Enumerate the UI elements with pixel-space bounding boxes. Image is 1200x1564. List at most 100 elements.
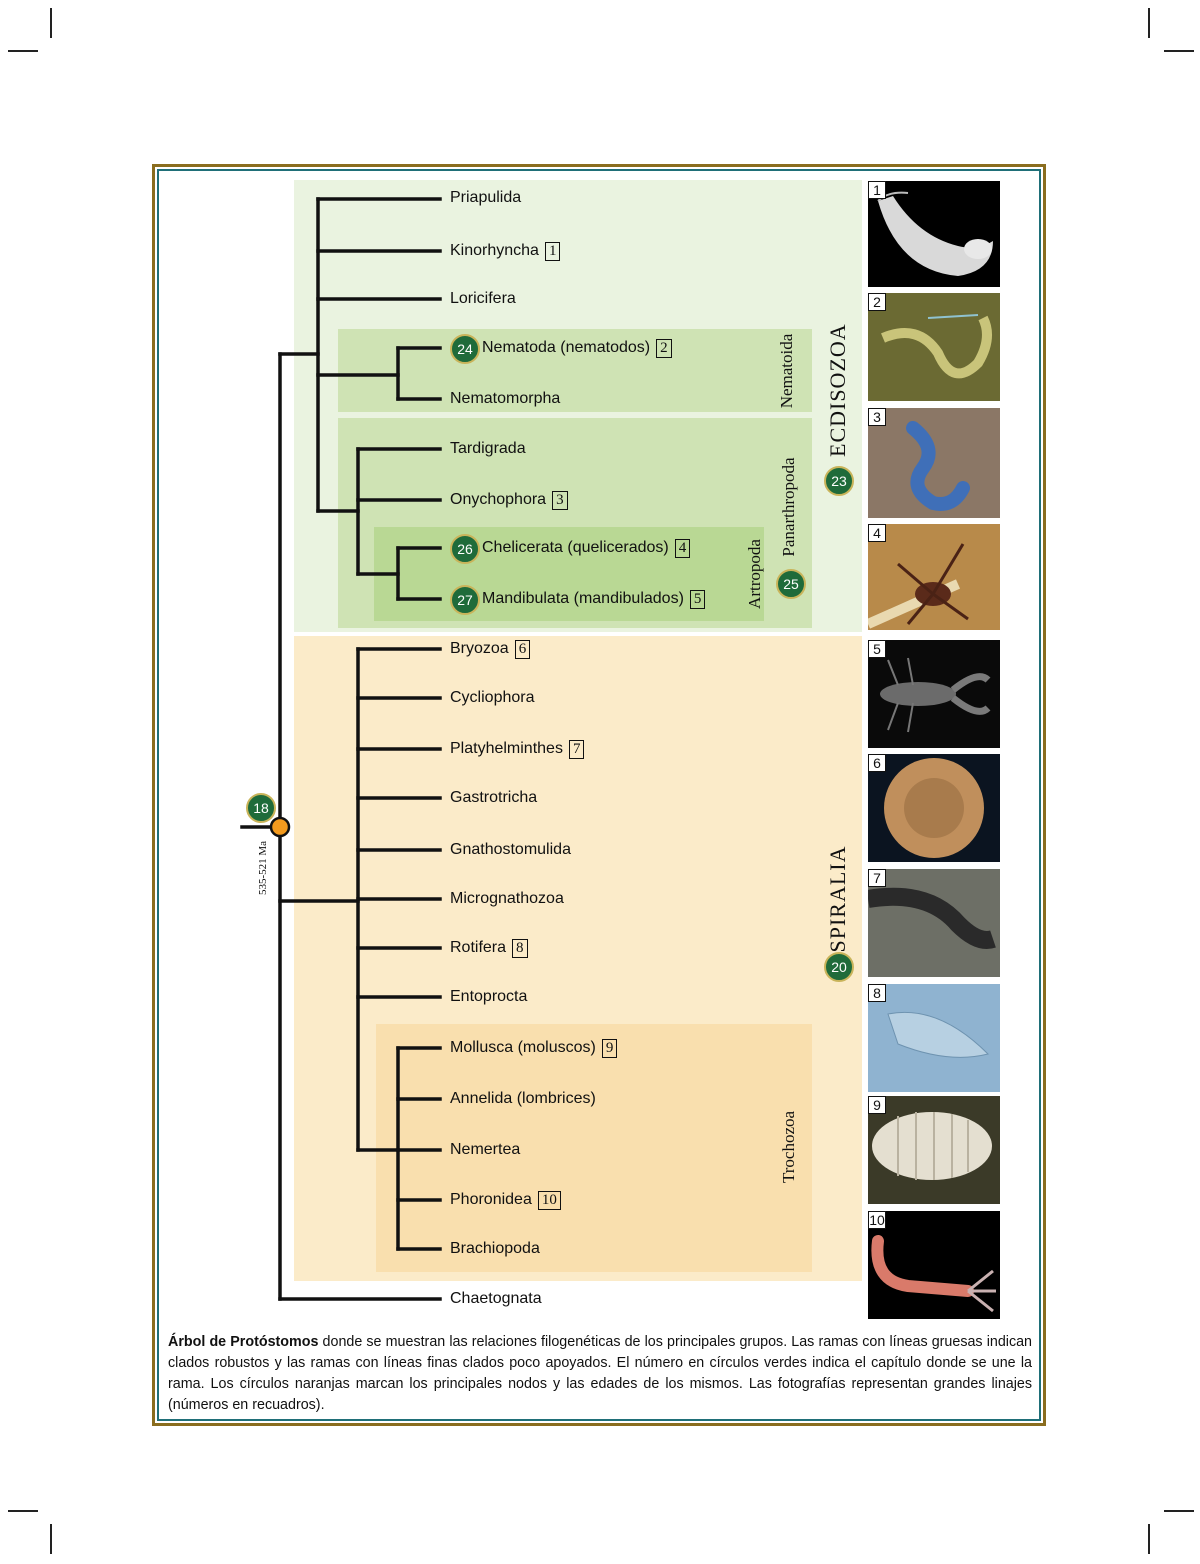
photo-number: 10 (868, 1211, 886, 1229)
caption-text: donde se muestran las relaciones filogen… (168, 1334, 1033, 1413)
taxon-chelicerata: Chelicerata (quelicerados) 4 (482, 538, 691, 558)
taxon-loricifera: Loricifera (450, 289, 516, 309)
taxon-label: Micrognathozoa (450, 890, 564, 907)
chapter-badge: 24 (450, 334, 480, 364)
taxon-mollusca: Mollusca (moluscos) 9 (450, 1038, 618, 1058)
ecdysozoa-label: ECDISOZOA (825, 323, 850, 457)
taxon-bryozoa: Bryozoa 6 (450, 639, 531, 659)
bryozoan-colony-image (884, 758, 984, 858)
inner-frame (157, 169, 1041, 1421)
taxon-label: Mollusca (moluscos) (450, 1039, 596, 1056)
chiton-image (872, 1112, 992, 1180)
taxon-label: Nematomorpha (450, 390, 561, 407)
photo-reference-box: 6 (514, 640, 531, 659)
root-node (269, 816, 291, 838)
photo-number: 8 (868, 984, 886, 1002)
taxon-label: Mandibulata (mandibulados) (482, 590, 684, 607)
photo-onychophora: 3 (868, 408, 1000, 518)
photo-kinorhyncha: 1 (868, 181, 1000, 287)
photo-reference-box: 10 (537, 1191, 561, 1210)
taxon-label: Loricifera (450, 290, 516, 307)
arachnid-image (868, 543, 969, 629)
velvet-worm-image (906, 421, 970, 511)
photo-mandibulata: 5 (868, 640, 1000, 748)
taxon-brachiopoda: Brachiopoda (450, 1239, 540, 1259)
taxon-entoprocta: Entoprocta (450, 987, 527, 1007)
chapter-badge: 27 (450, 585, 480, 615)
taxon-label: Priapulida (450, 189, 522, 206)
crop-mark (8, 50, 38, 52)
photo-reference-box: 2 (656, 339, 672, 358)
photo-chelicerata: 4 (868, 524, 1000, 630)
taxon-platyhelminthes: Platyhelminthes 7 (450, 739, 585, 759)
root-age-label: 535-521 Ma (257, 840, 270, 896)
photo-reference-box: 4 (674, 539, 691, 558)
taxon-mandibulata: Mandibulata (mandibulados) 5 (482, 589, 706, 609)
taxon-annelida: Annelida (lombrices) (450, 1089, 596, 1109)
rotifer-image (887, 1011, 989, 1058)
taxon-gastrotricha: Gastrotricha (450, 788, 537, 808)
taxon-label: Brachiopoda (450, 1240, 540, 1257)
arthropoda-region (374, 527, 764, 621)
kinorhyncha-image (877, 191, 993, 276)
taxon-label: Chaetognata (450, 1290, 542, 1307)
taxon-label: Phoronidea (450, 1191, 532, 1208)
taxon-label: Platyhelminthes (450, 740, 563, 757)
panarthropoda-chapter-badge: 25 (776, 569, 806, 599)
figure-caption: Árbol de Protóstomos donde se muestran l… (168, 1332, 1032, 1416)
taxon-label: Bryozoa (450, 640, 509, 657)
taxon-cycliophora: Cycliophora (450, 688, 534, 708)
arthropoda-label: Artropoda (745, 539, 764, 609)
trochozoa-region (376, 1024, 812, 1272)
taxon-tardigrada: Tardigrada (450, 439, 526, 459)
crop-mark (1164, 1510, 1194, 1512)
photo-number: 1 (868, 181, 886, 199)
taxon-micrognathozoa: Micrognathozoa (450, 889, 564, 909)
photo-reference-box: 5 (689, 590, 706, 609)
panarthropoda-label: Panarthropoda (779, 457, 798, 557)
taxon-label: Gnathostomulida (450, 841, 571, 858)
photo-reference-box: 1 (544, 242, 561, 261)
taxon-gnathostomulida: Gnathostomulida (450, 840, 571, 860)
phoronid-image (871, 1235, 996, 1313)
photo-number: 6 (868, 754, 886, 772)
taxon-priapulida: Priapulida (450, 188, 521, 208)
taxon-nematomorpha: Nematomorpha (450, 389, 560, 409)
taxon-label: Nematoda (nematodos) (482, 339, 651, 356)
taxon-label: Nemertea (450, 1141, 521, 1158)
trochozoa-label: Trochozoa (779, 1110, 798, 1184)
taxon-label: Annelida (lombrices) (450, 1090, 596, 1107)
crop-mark (50, 1524, 52, 1554)
taxon-label: Rotifera (450, 939, 507, 956)
taxon-chaetognata: Chaetognata (450, 1289, 542, 1309)
crayfish-image (880, 657, 991, 733)
crop-mark (8, 1510, 38, 1512)
taxon-phoronidea: Phoronidea 10 (450, 1190, 561, 1210)
photo-platyhelminthes: 7 (868, 869, 1000, 977)
photo-number: 2 (868, 293, 886, 311)
taxon-nematoda: Nematoda (nematodos) 2 (482, 338, 672, 358)
taxon-label: Onychophora (450, 491, 547, 508)
outer-frame (152, 164, 1046, 1426)
photo-reference-box: 9 (601, 1039, 618, 1058)
photo-bryozoa: 6 (868, 754, 1000, 862)
taxon-label: Tardigrada (450, 440, 526, 457)
nematode-image (881, 314, 992, 379)
ecdysozoa-chapter-badge: 23 (824, 466, 854, 496)
photo-rotifera: 8 (868, 984, 1000, 1092)
crop-mark (1148, 8, 1150, 38)
taxon-label: Chelicerata (quelicerados) (482, 539, 669, 556)
photo-mollusca: 9 (868, 1096, 1000, 1204)
photo-phoronidea: 10 (868, 1211, 1000, 1319)
photo-number: 9 (868, 1096, 886, 1114)
photo-number: 7 (868, 869, 886, 887)
photo-reference-box: 7 (568, 740, 585, 759)
root-chapter-badge: 18 (246, 793, 276, 823)
photo-number: 5 (868, 640, 886, 658)
photo-nematoda: 2 (868, 293, 1000, 401)
chapter-badge: 26 (450, 534, 480, 564)
